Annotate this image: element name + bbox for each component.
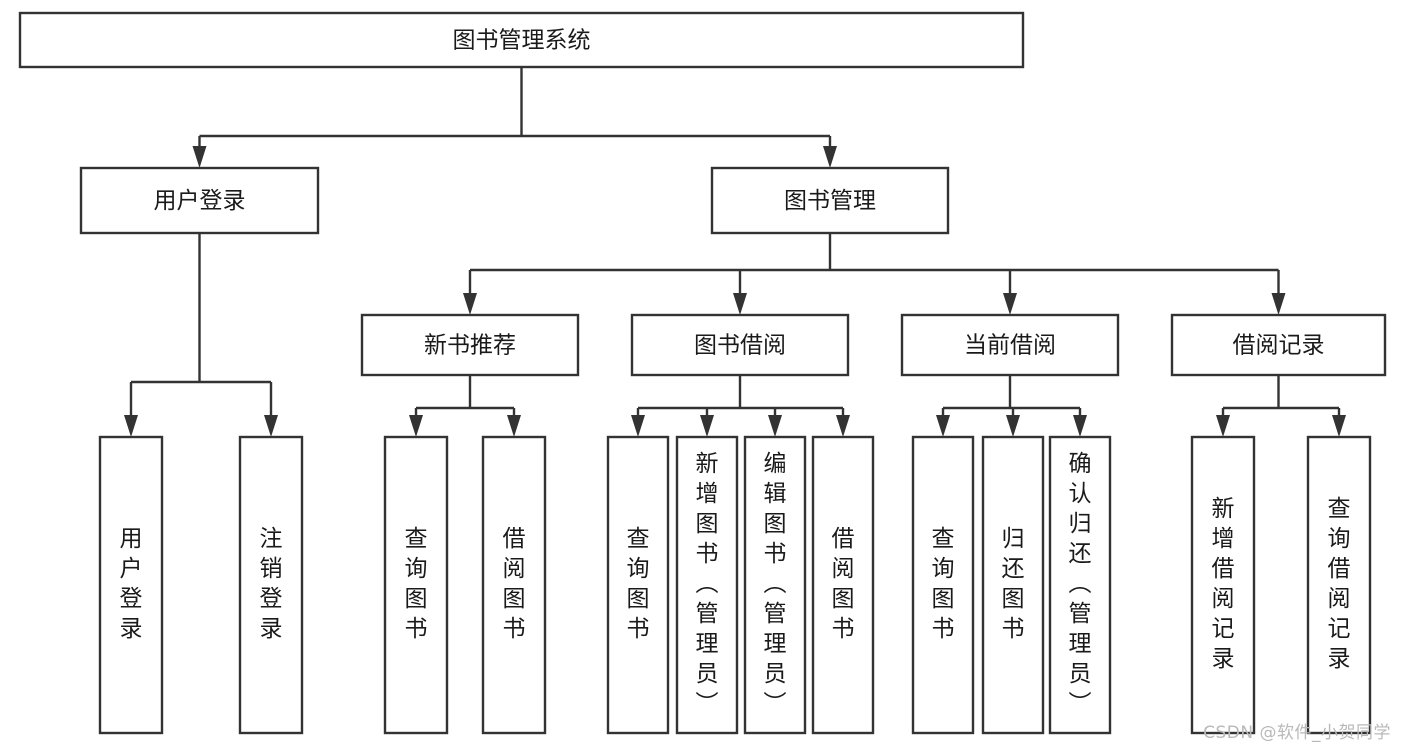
node-box [79,166,320,235]
link-图书借阅-to-借阅图书-3-head [836,415,850,437]
level3-node-新书推荐[interactable]: 新书推荐 [360,313,580,377]
node-box [710,166,950,235]
node-box [98,435,164,735]
node-box [360,313,580,377]
link-图书借阅-to-查询图书-0-head [631,415,645,437]
leaf-label: 查询图书 [627,526,650,642]
leaf-node-查询借阅记录-12[interactable]: 查询借阅记录 [1306,435,1372,735]
node-label: 图书管理系统 [453,28,591,54]
level2-node-用户登录[interactable]: 用户登录 [79,166,320,235]
leaf-node-借阅图书-7[interactable]: 借阅图书 [811,435,875,735]
node-box [383,435,449,735]
link-mgmt-to-图书借阅-head [733,293,747,315]
leaf-node-归还图书-9[interactable]: 归还图书 [981,435,1045,735]
link-用户登录-to-注销登录-1-head [264,415,278,437]
leaf-label: 归还图书 [1002,526,1025,642]
level3-node-图书借阅[interactable]: 图书借阅 [630,313,850,377]
leaf-label: 查询图书 [932,526,955,642]
node-layer: 图书管理系统用户登录图书管理新书推荐图书借阅当前借阅借阅记录用户登录注销登录查询… [18,11,1387,735]
link-root-to-图书管理-head [823,146,837,168]
leaf-label: 查询图书 [405,526,428,642]
leaf-node-查询图书-2[interactable]: 查询图书 [383,435,449,735]
node-label: 新书推荐 [424,333,516,359]
link-借阅记录-to-查询借阅记录-1-head [1332,415,1346,437]
link-借阅记录-to-新增借阅记录-0-head [1216,415,1230,437]
node-label: 借阅记录 [1233,333,1325,359]
node-box [630,313,850,377]
leaf-label: 借阅图书 [832,526,855,642]
leaf-node-新增图书管理员-5[interactable]: 新增图书︵管理员︶ [675,435,739,735]
leaf-label: 新增借阅记录 [1212,496,1235,672]
csdn-watermark: CSDN @软件_小贺同学 [1203,723,1391,743]
leaf-node-查询图书-8[interactable]: 查询图书 [911,435,975,735]
node-box [1190,435,1256,735]
level3-node-当前借阅[interactable]: 当前借阅 [900,313,1120,377]
link-当前借阅-to-确认归还管理员-2-head [1073,415,1087,437]
link-mgmt-to-借阅记录-head [1271,293,1286,315]
node-label: 图书管理 [784,188,876,214]
node-box [1170,313,1387,377]
node-box [1048,435,1112,735]
leaf-node-借阅图书-3[interactable]: 借阅图书 [481,435,547,735]
leaf-node-注销登录-1[interactable]: 注销登录 [238,435,304,735]
leaf-node-确认归还管理员-10[interactable]: 确认归还︵管理员︶ [1048,435,1112,735]
leaf-node-新增借阅记录-11[interactable]: 新增借阅记录 [1190,435,1256,735]
leaf-label: 确认归还︵管理员︶ [1069,451,1092,717]
link-新书推荐-to-查询图书-0-head [409,415,423,437]
link-root-to-用户登录-head [192,146,207,168]
node-box [18,11,1025,69]
level2-node-图书管理[interactable]: 图书管理 [710,166,950,235]
leaf-label: 用户登录 [120,526,143,642]
node-box [981,435,1045,735]
leaf-label: 编辑图书︵管理员︶ [764,451,787,717]
node-box [606,435,670,735]
leaf-label: 查询借阅记录 [1328,496,1351,672]
link-当前借阅-to-归还图书-1-head [1006,415,1020,437]
node-label: 当前借阅 [964,333,1056,359]
link-用户登录-to-用户登录-0-head [124,415,138,437]
node-box [811,435,875,735]
node-label: 图书借阅 [694,333,786,359]
node-box [911,435,975,735]
node-box [1306,435,1372,735]
leaf-label: 借阅图书 [503,526,526,642]
leaf-label: 新增图书︵管理员︶ [696,451,719,717]
node-box [481,435,547,735]
link-当前借阅-to-查询图书-0-head [936,415,950,437]
link-图书借阅-to-新增图书管理员-1-head [700,415,714,437]
leaf-label: 注销登录 [260,526,283,642]
leaf-node-用户登录-0[interactable]: 用户登录 [98,435,164,735]
node-box [238,435,304,735]
connector-layer [124,67,1346,437]
node-box [675,435,739,735]
node-box [900,313,1120,377]
node-label: 用户登录 [154,188,246,214]
level3-node-借阅记录[interactable]: 借阅记录 [1170,313,1387,377]
link-mgmt-to-当前借阅-head [1003,293,1017,315]
link-图书借阅-to-编辑图书管理员-2-head [768,415,782,437]
leaf-node-编辑图书管理员-6[interactable]: 编辑图书︵管理员︶ [743,435,807,735]
leaf-node-查询图书-4[interactable]: 查询图书 [606,435,670,735]
link-mgmt-to-新书推荐-head [463,293,477,315]
link-新书推荐-to-借阅图书-1-head [507,415,521,437]
node-box [743,435,807,735]
root-node-图书管理系统[interactable]: 图书管理系统 [18,11,1025,69]
